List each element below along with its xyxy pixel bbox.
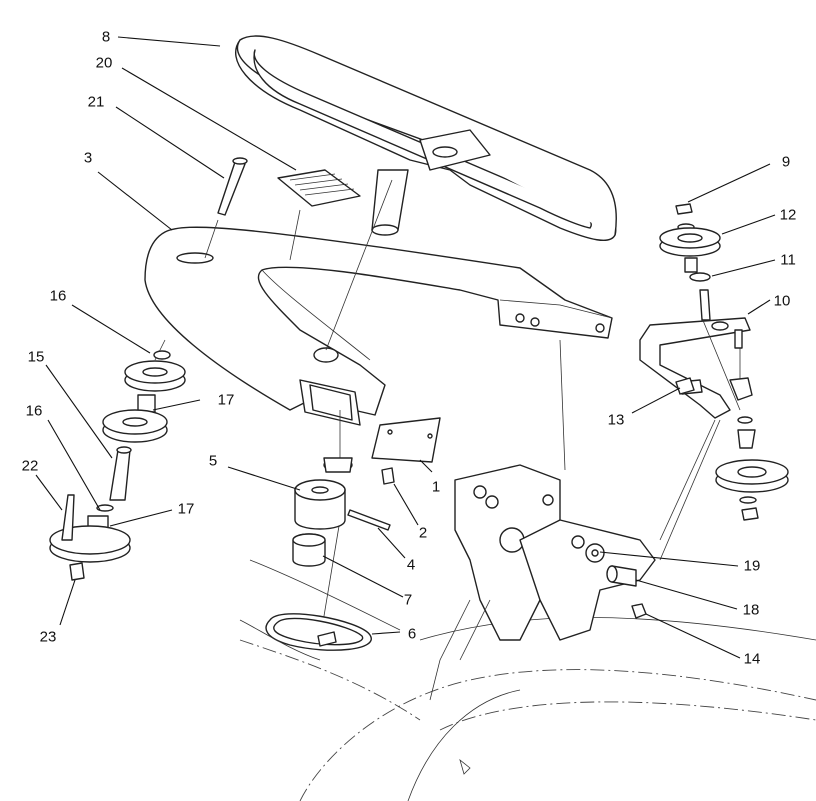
hardware [585,377,695,619]
callout-19: 19 [743,557,761,575]
callout-8: 8 [101,28,111,46]
callout-2: 2 [418,524,428,542]
callout-16-upper: 16 [49,287,67,305]
callout-3: 3 [83,149,93,167]
long-bolt [217,157,248,216]
callout-23: 23 [39,628,57,646]
center-components [239,417,441,661]
callout-7: 7 [403,591,413,609]
leader-lines [35,36,776,659]
callout-13: 13 [607,411,625,429]
right-pulley-assembly [639,203,789,561]
callout-18: 18 [742,601,760,619]
callout-6: 6 [407,625,417,643]
callout-22: 22 [21,457,39,475]
callout-17-lower: 17 [177,500,195,518]
callout-5: 5 [208,452,218,470]
callout-21: 21 [87,93,105,111]
assembly-lines [154,179,741,641]
callout-17-upper: 17 [217,391,235,409]
callout-4: 4 [406,556,416,574]
mount-bracket [429,464,656,701]
callout-9: 9 [781,153,791,171]
callout-11: 11 [780,251,796,269]
callout-20: 20 [95,54,113,72]
steering-support-arm [144,226,613,426]
callout-12: 12 [779,206,797,224]
callout-15: 15 [27,348,45,366]
steering-wheel [234,35,617,241]
left-pulley-assembly [49,350,186,581]
callout-1: 1 [431,478,441,496]
callout-16-lower: 16 [25,402,43,420]
callout-10: 10 [773,292,791,310]
pad [277,169,361,207]
callout-14: 14 [743,650,761,668]
